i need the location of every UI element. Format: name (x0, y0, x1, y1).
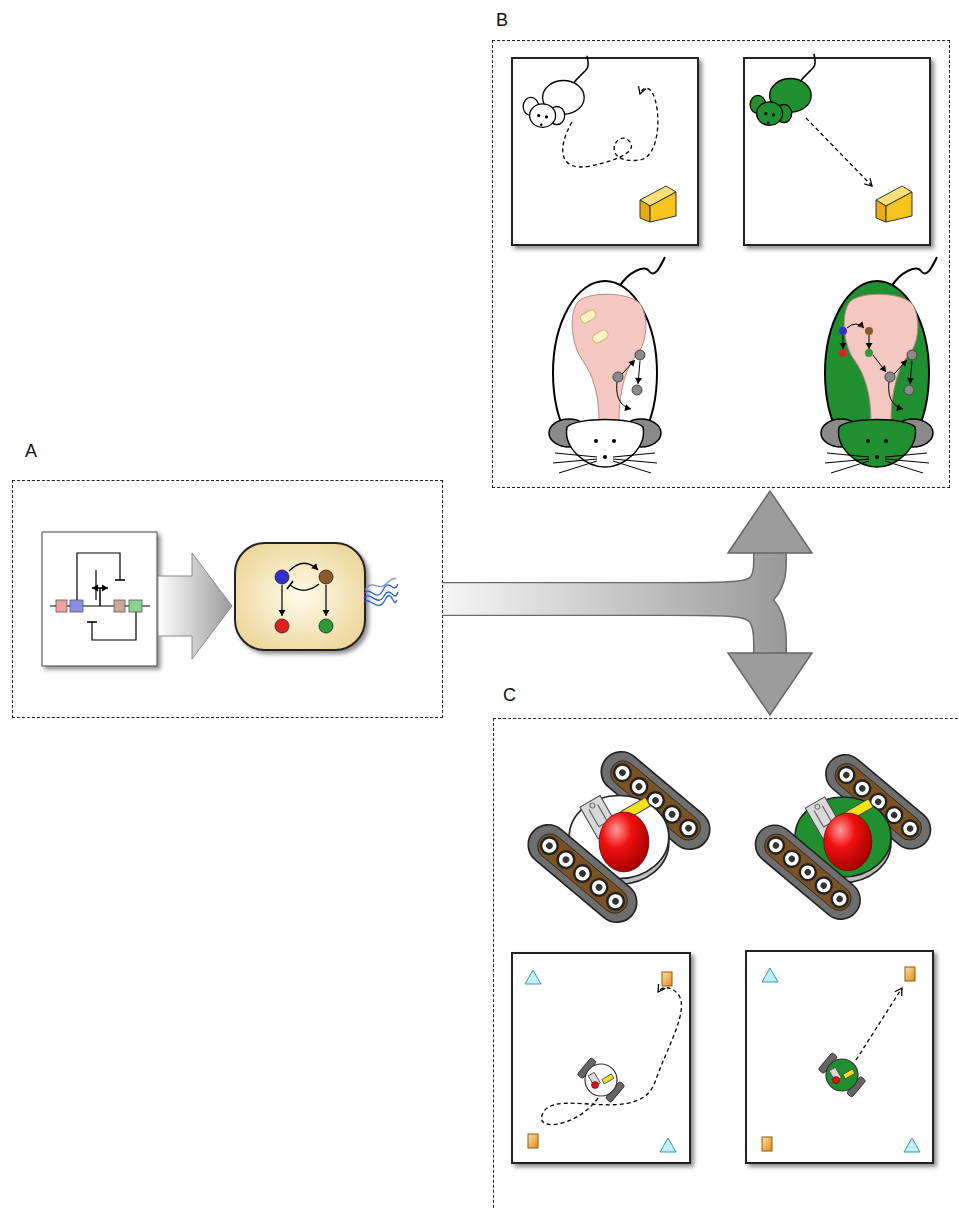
wild-mouse (523, 56, 588, 127)
brain-circuit (839, 327, 847, 335)
robot-arena (662, 972, 672, 986)
robot-arena (528, 1134, 538, 1148)
robot-arena (762, 1137, 772, 1151)
gene-circuit-card (42, 532, 157, 666)
cell (325, 585, 326, 616)
cell (235, 543, 365, 650)
random-path (541, 988, 681, 1125)
robot-arena (762, 968, 778, 982)
robot-arena (512, 953, 690, 1163)
gene-circuit-card (92, 612, 136, 640)
connector-outline-group (443, 553, 770, 653)
cell (319, 570, 333, 584)
engineered-robot (748, 747, 939, 927)
cell (289, 563, 318, 571)
gene-circuit-card (129, 600, 142, 612)
gene-circuit-card (77, 553, 120, 600)
robot-arena (746, 951, 933, 1163)
brain-implant (591, 329, 609, 345)
wild-mouse-brain (549, 257, 665, 473)
gene-circuit-card (99, 588, 101, 606)
cheese (640, 186, 676, 222)
robot-arena (904, 1138, 920, 1152)
brain-implant (579, 309, 597, 325)
direct-path (806, 118, 872, 186)
gene-circuit-card (70, 600, 83, 612)
signal-wave (364, 595, 397, 605)
panel-region: C (493, 718, 959, 1209)
block-arrow (158, 553, 232, 659)
signal-wave (364, 578, 398, 605)
robot (520, 744, 718, 931)
panel-letter: B (496, 10, 508, 30)
signal-wave (365, 578, 396, 590)
cell (275, 570, 289, 584)
branching-arrow (443, 599, 770, 653)
connector-outline (443, 599, 770, 653)
cheese (876, 186, 912, 222)
gene-circuit-card (42, 532, 157, 666)
cell (319, 619, 333, 633)
panel-letter: A (25, 441, 37, 461)
panel-region: A (12, 480, 443, 718)
maze-arena (744, 58, 930, 245)
robot-arena (512, 951, 933, 1163)
engineered-mouse (750, 54, 815, 125)
engineered-mini-robot (818, 1052, 866, 1097)
brain-circuit (869, 335, 870, 349)
brain-circuit (865, 349, 873, 357)
panel-letter: C (503, 685, 516, 705)
maze-arena (512, 58, 698, 245)
cell (235, 543, 365, 650)
robot-arena (525, 970, 541, 984)
panel-region: B (492, 40, 950, 488)
robot-arena (660, 1138, 676, 1152)
cell (281, 585, 282, 616)
cell (290, 584, 319, 590)
gene-circuit-card (56, 600, 67, 612)
gene-circuit-card (95, 570, 96, 600)
random-path (563, 88, 658, 167)
direct-path (856, 988, 902, 1060)
mini-robot (577, 1057, 625, 1102)
gene-circuit-card (100, 587, 108, 589)
brain-circuit (865, 327, 873, 335)
brain-circuit (847, 324, 864, 328)
connector-group (443, 553, 770, 653)
brain-circuit (873, 355, 886, 372)
brain-circuit (839, 349, 847, 357)
engineered-mouse-brain (821, 257, 937, 473)
brain-implant (579, 309, 609, 345)
brain-circuit (839, 324, 886, 372)
robot-arena (905, 967, 915, 981)
brain-circuit (843, 335, 844, 349)
cell (275, 619, 289, 633)
gene-circuit-card (114, 600, 125, 612)
